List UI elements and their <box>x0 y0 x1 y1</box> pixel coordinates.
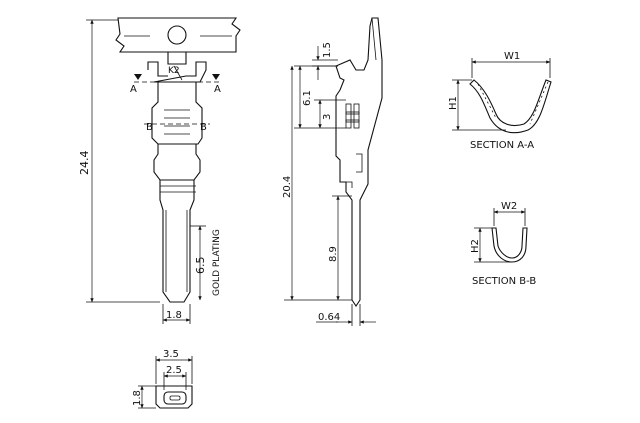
section-aa-width-label: W1 <box>504 51 520 62</box>
section-a-mark-left: A <box>130 84 137 95</box>
front-view: K2 A A B B 24.4 6.5 GOLD PLATI <box>78 17 241 324</box>
dim-6-1: 6.1 <box>302 90 313 106</box>
dim-inner-width: 2.5 <box>166 365 182 376</box>
section-aa: W1 H1 SECTION A-A <box>448 51 552 151</box>
dim-overall-length: 24.4 <box>78 151 91 176</box>
dim-20-4: 20.4 <box>282 176 293 198</box>
end-view: 3.5 2.5 1.8 <box>132 349 193 409</box>
section-a-mark-right: A <box>214 84 221 95</box>
end-outline <box>155 385 193 409</box>
section-bb-width-label: W2 <box>501 201 517 212</box>
dim-1-5: 1.5 <box>322 42 333 58</box>
section-b-mark-right: B <box>200 122 207 133</box>
dim-tip-width: 1.8 <box>166 310 182 321</box>
section-bb-height-label: H2 <box>470 239 481 253</box>
section-aa-height-label: H1 <box>448 96 459 110</box>
contact-pin <box>159 180 195 303</box>
side-profile <box>335 17 383 307</box>
section-b-mark-left: B <box>146 122 153 133</box>
section-aa-caption: SECTION A-A <box>470 140 534 151</box>
wire-barrel <box>151 82 203 145</box>
carrier-note: K2 <box>168 66 180 76</box>
dim-plating-length: 6.5 <box>194 257 207 275</box>
carrier-strip <box>115 17 241 53</box>
dim-outer-width: 3.5 <box>163 349 179 360</box>
dim-thickness: 0.64 <box>318 312 340 323</box>
section-aa-profile <box>469 79 552 134</box>
side-view: 1.5 6.1 3 20.4 8.9 0.64 <box>282 17 383 326</box>
dim-8-9: 8.9 <box>328 246 339 262</box>
section-bb-profile <box>491 227 528 263</box>
section-bb: W2 H2 SECTION B-B <box>470 201 536 287</box>
pilot-hole <box>167 25 187 45</box>
section-bb-caption: SECTION B-B <box>472 276 536 287</box>
dim-3: 3 <box>322 114 333 120</box>
gold-plating-note: GOLD PLATING <box>212 229 222 296</box>
dim-end-height: 1.8 <box>132 390 143 406</box>
